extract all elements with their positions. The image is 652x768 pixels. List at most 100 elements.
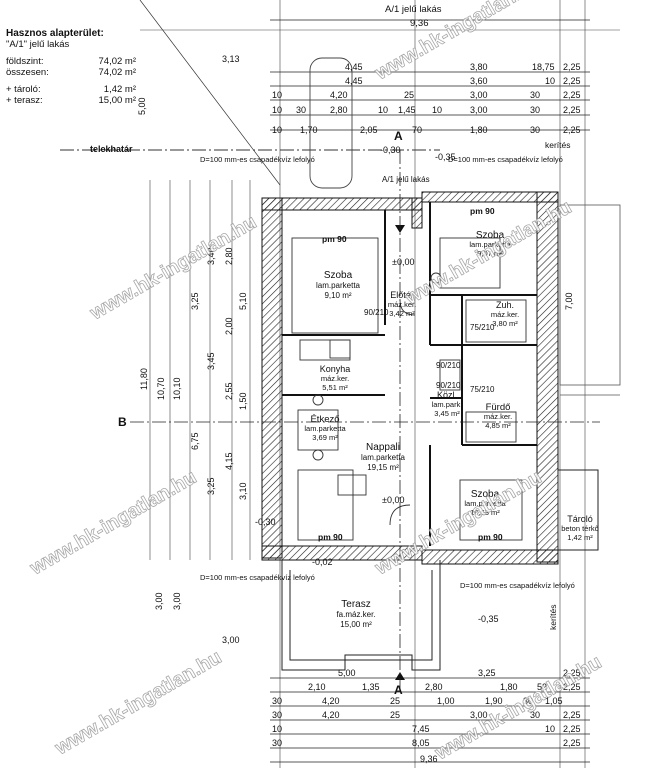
dim-small-1: 3,13 bbox=[222, 54, 240, 64]
dim-top-r3-b: 4,20 bbox=[330, 90, 348, 100]
svg-text:5,51 m²: 5,51 m² bbox=[322, 383, 348, 392]
dim-small-3: 3,25 bbox=[190, 292, 200, 310]
dim-bottom-r3-b: 4,20 bbox=[322, 696, 340, 706]
room-kozlekedo: Közl. lam.park. 3,45 m² bbox=[432, 390, 463, 418]
dim-bottom-r4-a: 30 bbox=[272, 710, 282, 720]
dim-small-12: 4,15 bbox=[224, 452, 234, 470]
dim-top-r5-b: 1,70 bbox=[300, 125, 318, 135]
room-nappali: Nappali lam.parketta 19,15 m² bbox=[361, 442, 406, 472]
dim-bottom-r2-b: 1,35 bbox=[362, 682, 380, 692]
dim-bottom-r2-c: 2,80 bbox=[425, 682, 443, 692]
dim-left-1: 5,00 bbox=[137, 97, 147, 115]
section-a-bottom: A bbox=[394, 683, 403, 697]
dim-top-r3-c: 25 bbox=[404, 90, 414, 100]
svg-text:19,15 m²: 19,15 m² bbox=[367, 463, 399, 472]
dim-top-r5-a: 10 bbox=[272, 125, 282, 135]
summary-title: Hasznos alapterület: bbox=[6, 28, 104, 39]
dim-top-r5-e: 1,80 bbox=[470, 125, 488, 135]
dim-small-14: 7,00 bbox=[564, 292, 574, 310]
svg-text:4,85 m²: 4,85 m² bbox=[485, 421, 511, 430]
dim-top-r4-h: 30 bbox=[530, 105, 540, 115]
dim-bottom-r5-a: 10 bbox=[272, 724, 282, 734]
summary-row: összesen: 74,02 m² bbox=[6, 67, 136, 78]
dim-small-6: 5,10 bbox=[238, 292, 248, 310]
fence-label-right: kerítés bbox=[548, 604, 558, 630]
svg-text:www.hk-ingatlan.hu: www.hk-ingatlan.hu bbox=[86, 211, 261, 325]
svg-text:3,80 m²: 3,80 m² bbox=[492, 319, 518, 328]
dim-bottom-r4-e: 30 bbox=[530, 710, 540, 720]
svg-text:máz.ker.: máz.ker. bbox=[491, 310, 519, 319]
opening-3: pm 90 bbox=[318, 532, 343, 542]
door-2: 90/210 bbox=[436, 361, 461, 370]
neighbour-area bbox=[559, 204, 621, 396]
svg-text:fa.máz.ker.: fa.máz.ker. bbox=[336, 610, 375, 619]
dim-bottom-r4-b: 4,20 bbox=[322, 710, 340, 720]
downpipe-right: D=100 mm-es csapadékvíz lefolyó bbox=[448, 155, 563, 164]
svg-text:Terasz: Terasz bbox=[341, 599, 370, 610]
dim-bottom-r4-d: 3,00 bbox=[470, 710, 488, 720]
svg-text:3,45 m²: 3,45 m² bbox=[434, 409, 460, 418]
dim-bottom-r1-c: 2,25 bbox=[563, 668, 581, 678]
dim-bottom-r3-e: 1,90 bbox=[485, 696, 503, 706]
svg-text:lam.parketta: lam.parketta bbox=[316, 281, 361, 290]
unit-label-mid: A/1 jelű lakás bbox=[382, 175, 430, 184]
dim-top-r3-a: 10 bbox=[272, 90, 282, 100]
dim-left-7: 3,00 bbox=[172, 592, 182, 610]
svg-text:beton térkő: beton térkő bbox=[561, 524, 599, 533]
dim-top-r4-f: 10 bbox=[432, 105, 442, 115]
summary-row: + terasz: 15,00 m² bbox=[6, 95, 136, 106]
opening-1: pm 90 bbox=[322, 234, 347, 244]
svg-text:9,10 m²: 9,10 m² bbox=[324, 291, 351, 300]
room-zuhany: Zuh. máz.ker. 3,80 m² bbox=[491, 300, 519, 328]
opening-2: pm 90 bbox=[470, 206, 495, 216]
svg-text:Szoba: Szoba bbox=[324, 270, 353, 281]
terrace bbox=[281, 560, 441, 671]
dim-bottom-r3-a: 30 bbox=[272, 696, 282, 706]
dim-bottom-r2-d: 1,80 bbox=[500, 682, 518, 692]
svg-text:lam.parketta: lam.parketta bbox=[361, 453, 406, 462]
property-diagonal bbox=[139, 0, 281, 186]
dim-small-2: 3,00 bbox=[222, 635, 240, 645]
dim-bottom-r7-a: 9,36 bbox=[420, 754, 438, 764]
dim-bottom-r6-c: 2,25 bbox=[563, 738, 581, 748]
summary-row: + tároló: 1,42 m² bbox=[6, 84, 136, 95]
dim-left-6: 3,00 bbox=[154, 592, 164, 610]
dim-small-8: 3,45 bbox=[206, 352, 216, 370]
dim-top-r2-b: 3,60 bbox=[470, 76, 488, 86]
svg-text:Zuh.: Zuh. bbox=[496, 300, 514, 310]
level-7: -0,35 bbox=[478, 614, 499, 624]
svg-text:Étkező: Étkező bbox=[310, 414, 339, 425]
dims-top bbox=[270, 19, 590, 131]
dim-top-r3-e: 30 bbox=[530, 90, 540, 100]
dim-bottom-r1-a: 5,00 bbox=[338, 668, 356, 678]
dim-bottom-r3-c: 25 bbox=[390, 696, 400, 706]
dim-bottom-r2-a: 2,10 bbox=[308, 682, 326, 692]
dim-bottom-r5-b: 7,45 bbox=[412, 724, 430, 734]
dim-top-r2-a: 4,45 bbox=[345, 76, 363, 86]
svg-text:9,07 m²: 9,07 m² bbox=[477, 249, 503, 258]
summary-subtitle: "A/1" jelű lakás bbox=[6, 39, 70, 50]
furniture bbox=[291, 237, 527, 541]
dim-small-13: 3,10 bbox=[238, 482, 248, 500]
room-eloter: Előtér máz.ker. 3,42 m² bbox=[388, 290, 416, 318]
dim-top-r2-d: 2,25 bbox=[563, 76, 581, 86]
svg-text:3,42 m²: 3,42 m² bbox=[389, 309, 415, 318]
dim-bottom-r5-c: 10 bbox=[545, 724, 555, 734]
level-4: ±0,00 bbox=[382, 495, 404, 505]
dims-bottom bbox=[270, 677, 590, 763]
svg-text:máz.ker.: máz.ker. bbox=[321, 374, 349, 383]
svg-text:lam.parketta: lam.parketta bbox=[304, 424, 346, 433]
dim-top-r1-b: 3,80 bbox=[470, 62, 488, 72]
door-1: 90/210 bbox=[364, 308, 389, 317]
dim-bottom-r3-g: 1,05 bbox=[545, 696, 563, 706]
svg-text:máz.ker.: máz.ker. bbox=[484, 412, 512, 421]
dim-small-9: 2,55 bbox=[224, 382, 234, 400]
dim-bottom-r3-d: 1,00 bbox=[437, 696, 455, 706]
svg-text:Szoba: Szoba bbox=[476, 230, 505, 241]
dim-top-r5-d: 70 bbox=[412, 125, 422, 135]
room-etkezo: Étkező lam.parketta 3,69 m² bbox=[304, 414, 346, 442]
opening-4: pm 90 bbox=[478, 532, 503, 542]
dim-top-r4-g: 3,00 bbox=[470, 105, 488, 115]
svg-text:15,00 m²: 15,00 m² bbox=[340, 620, 372, 629]
